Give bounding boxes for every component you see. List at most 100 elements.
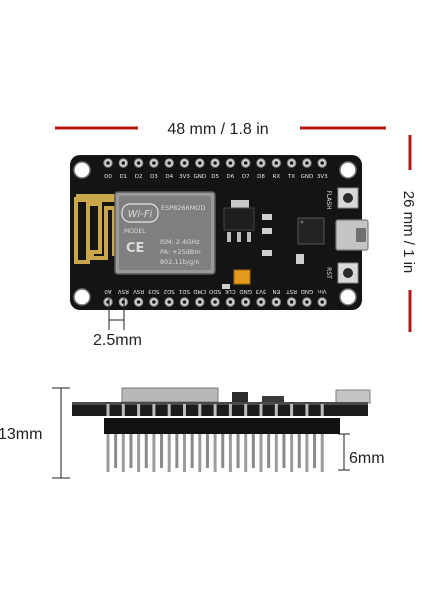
smd-component: [296, 254, 304, 264]
top-pin-label: D2: [135, 174, 143, 180]
side-pin: [137, 434, 141, 472]
height-dimension-label: 26 mm / 1 in: [400, 191, 417, 274]
side-pin-rear: [175, 434, 179, 468]
side-pin-top: [244, 404, 248, 416]
top-pin-hole-center: [243, 161, 248, 165]
side-pin: [121, 434, 125, 472]
side-pin: [244, 434, 248, 472]
bottom-pin-hole-center: [182, 300, 187, 304]
module-ism: ISM: 2.4GHz: [160, 238, 200, 246]
side-pin-rear: [236, 434, 240, 468]
bottom-pin-hole-center: [243, 300, 248, 304]
side-pin: [213, 434, 217, 472]
top-pin-hole-center: [182, 161, 187, 165]
bottom-pin-label: SD3: [148, 288, 160, 294]
smd-component: [262, 250, 272, 256]
pin-length-dimension-label: 6mm: [349, 450, 385, 467]
pcb-side-view: [72, 387, 371, 472]
bottom-pin-label: CMD: [193, 288, 206, 294]
bottom-pin-hole-center: [320, 300, 325, 304]
top-pin-label: GND: [193, 174, 206, 180]
thickness-dimension-label: 13mm: [0, 426, 42, 443]
top-pin-hole-center: [198, 161, 202, 165]
smd-component: [262, 214, 272, 220]
top-pin-hole-center: [213, 161, 217, 165]
side-pin-rear: [160, 434, 164, 468]
mount-hole-top-right: [339, 161, 357, 179]
tantalum-capacitor: [233, 269, 251, 285]
side-pin-rear: [313, 434, 317, 468]
top-pin-label: D6: [227, 174, 235, 180]
side-pin: [305, 434, 309, 472]
top-pin-hole-center: [259, 161, 263, 165]
side-pin: [152, 434, 156, 472]
mount-hole-top-left: [73, 161, 91, 179]
smd-component: [222, 284, 230, 289]
side-pin-top: [106, 404, 110, 416]
bottom-pin-label: SD1: [179, 288, 190, 294]
top-pin-label: D5: [211, 174, 219, 180]
flash-button: [337, 187, 359, 209]
side-pin-rear: [114, 434, 118, 468]
bottom-pin-hole-center: [305, 300, 309, 304]
side-pin-top: [320, 404, 324, 416]
side-pin-top: [290, 404, 294, 416]
top-pin-hole-center: [121, 161, 126, 165]
bottom-pin-label: SDO: [208, 288, 221, 294]
module-name: ESP8266MOD: [161, 204, 205, 212]
top-pin-label: D7: [242, 174, 250, 180]
top-pin-hole-center: [106, 161, 110, 165]
pin-length-dimension: [338, 433, 350, 471]
bottom-pin-label: SD2: [164, 288, 175, 294]
bottom-pin-label: A0: [104, 288, 112, 294]
side-pin: [228, 434, 232, 472]
top-pin-label: D1: [119, 174, 127, 180]
bottom-pin-hole-center: [152, 300, 156, 304]
module-protocol: 802.11b/g/n: [160, 258, 200, 266]
bottom-pin-label: Vin: [317, 288, 326, 294]
side-pin-top: [152, 404, 156, 416]
side-component: [232, 392, 248, 402]
micro-usb-connector: [335, 219, 369, 251]
top-pin-label: D0: [104, 174, 112, 180]
bottom-pin-hole-center: [259, 300, 263, 304]
bottom-pin-holes: [103, 297, 327, 307]
side-pin: [167, 434, 171, 472]
top-pin-hole-center: [136, 161, 141, 165]
top-pin-label: GND: [301, 174, 314, 180]
width-dimension-label: 48 mm / 1.8 in: [167, 121, 268, 138]
bottom-pin-label: RSV: [118, 288, 129, 294]
bottom-pin-hole-center: [289, 300, 294, 304]
top-pin-hole-center: [320, 161, 325, 165]
bottom-pin-label: 3V3: [255, 288, 266, 294]
mount-hole-bottom-right: [339, 288, 357, 306]
top-pin-hole-center: [228, 161, 233, 165]
side-pin-rear: [297, 434, 301, 468]
top-pin-label: D8: [257, 174, 265, 180]
side-pin-top: [121, 404, 125, 416]
usb-serial-chip: [297, 217, 325, 245]
bottom-pin-hole-center: [121, 300, 126, 304]
bottom-pin-hole-center: [274, 300, 279, 304]
side-pin-top: [198, 404, 202, 416]
rst-label: RST: [325, 267, 332, 279]
top-pin-label: 3V3: [179, 174, 190, 180]
top-pin-label: 3V3: [317, 174, 328, 180]
side-pin-top: [213, 404, 217, 416]
top-pin-label: D4: [165, 174, 173, 180]
side-pin: [106, 434, 110, 472]
side-pins: [106, 404, 324, 472]
side-component: [262, 396, 284, 402]
side-usb-connector: [335, 389, 371, 404]
wifi-logo: Wi-Fi: [128, 209, 153, 220]
side-pin-top: [305, 404, 309, 416]
side-pin-top: [167, 404, 171, 416]
bottom-pin-hole-center: [136, 300, 141, 304]
side-pin: [290, 434, 294, 472]
module-pa: PA: +25dBm: [160, 248, 201, 256]
side-pin-top: [228, 404, 232, 416]
